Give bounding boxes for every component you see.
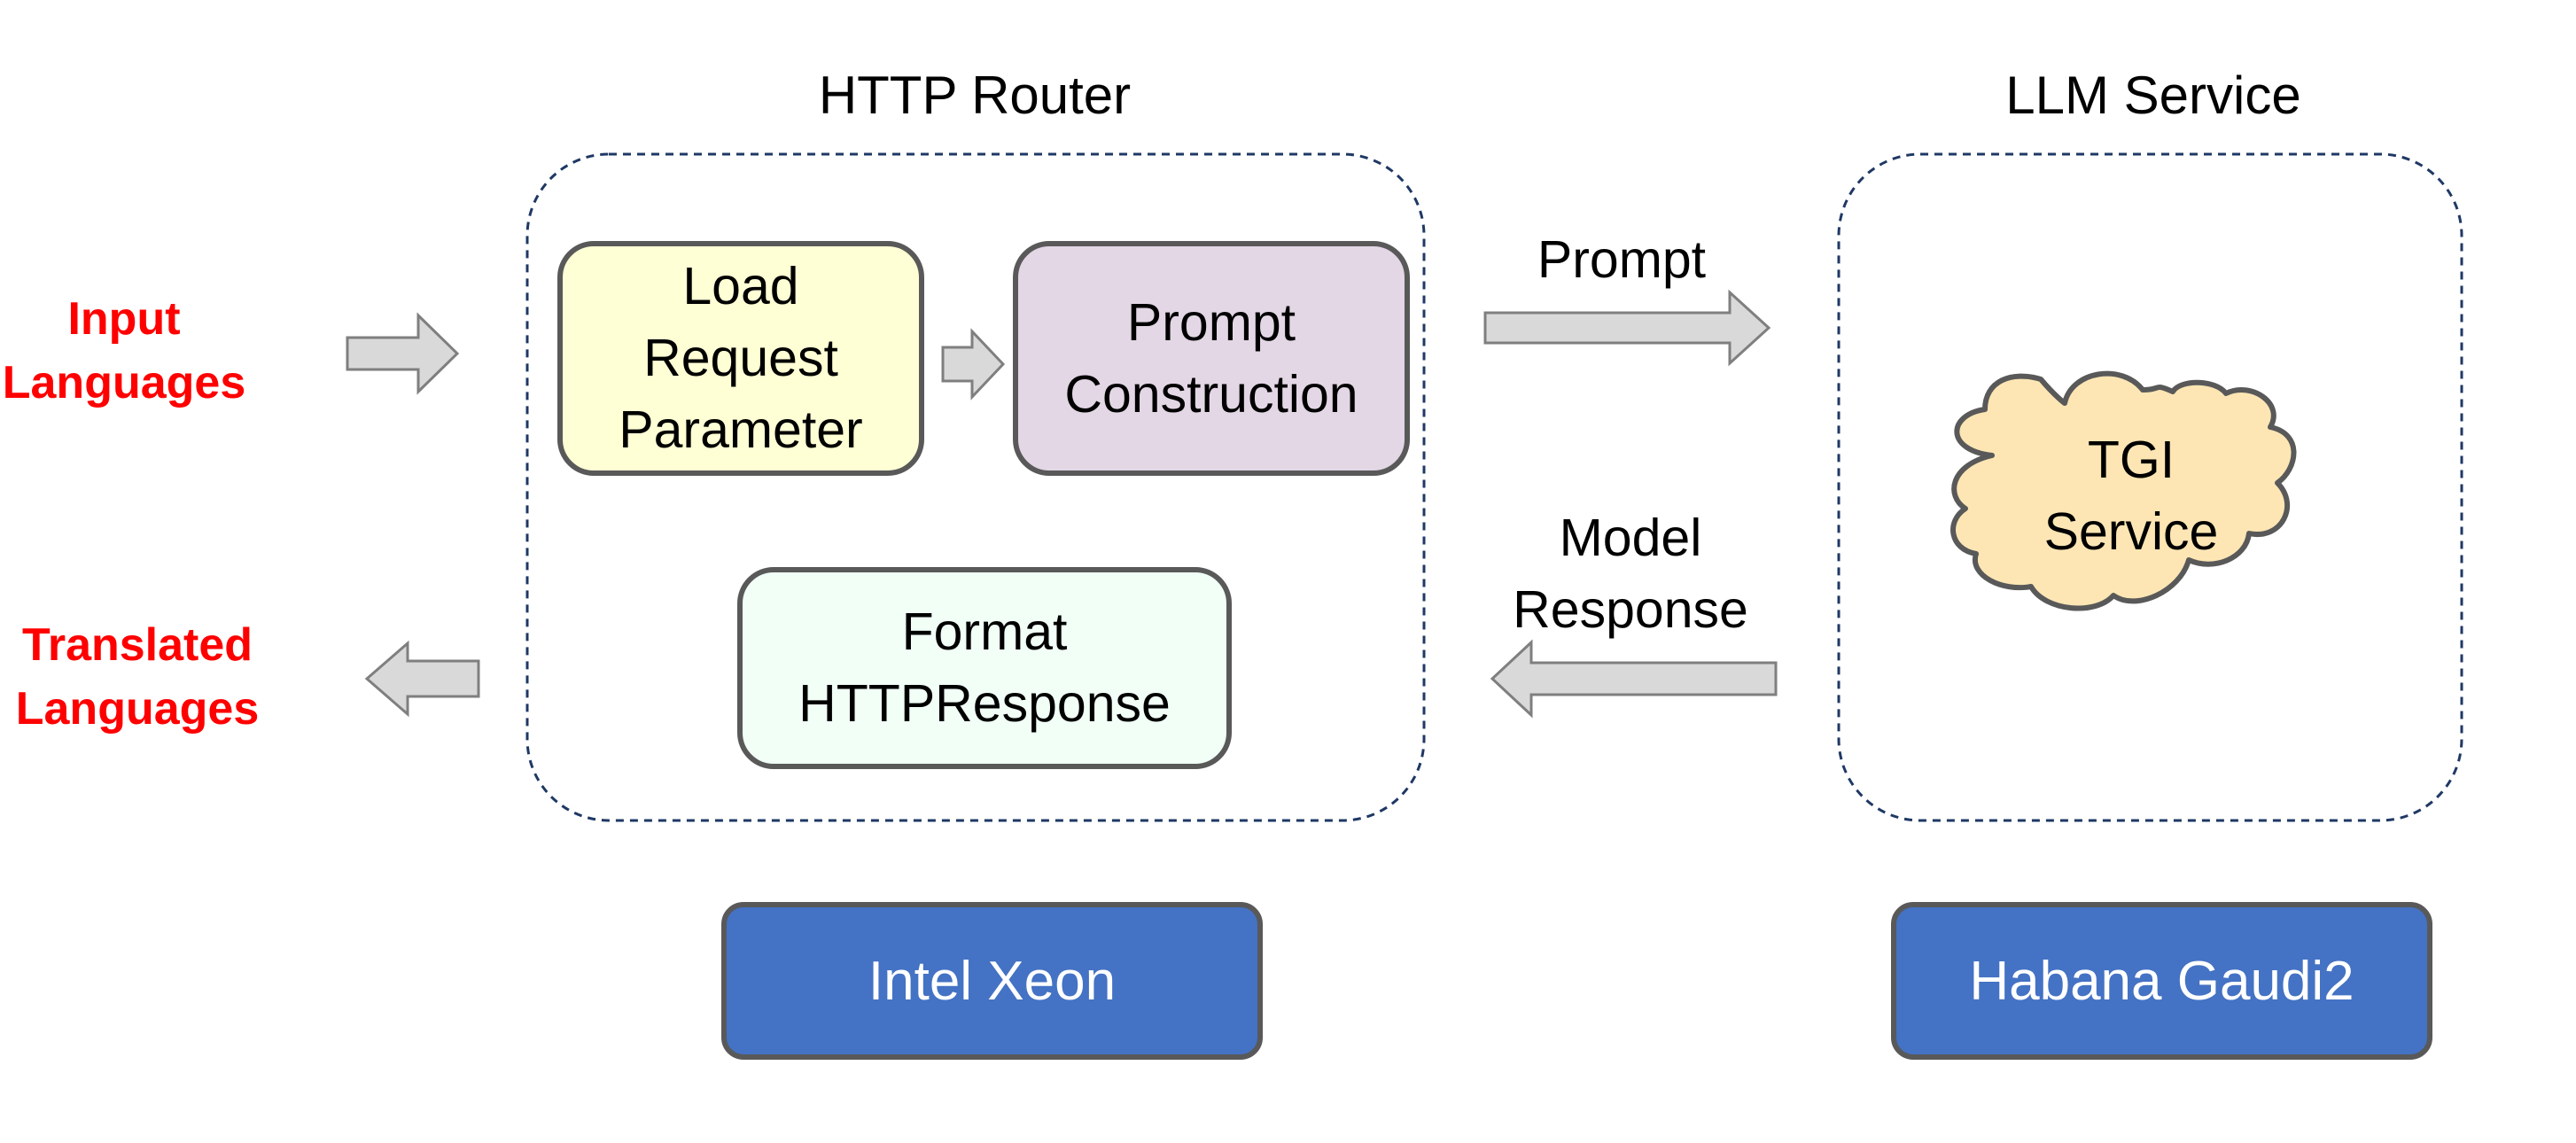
http-router-container [525, 152, 1426, 822]
model-response-arrow [1490, 639, 1778, 719]
llm-service-title: LLM Service [2005, 66, 2301, 125]
load-request-label: Load Request Parameter [619, 257, 863, 459]
input-arrow [346, 312, 460, 395]
habana-gaudi2-box [1891, 902, 2432, 1060]
prompt-construction-box [1013, 241, 1410, 476]
intel-xeon-box [721, 902, 1263, 1060]
format-response-box [737, 567, 1232, 769]
output-arrow [364, 640, 480, 718]
habana-gaudi2-label: Habana Gaudi2 [1969, 950, 2354, 1012]
format-response-label: Format HTTPResponse [798, 603, 1171, 733]
translated-languages-label: Translated Languages [15, 619, 260, 735]
http-router-title: HTTP Router [818, 66, 1132, 125]
model-response-label: Model Response [1513, 509, 1748, 640]
llm-service-container [1837, 152, 2463, 822]
tgi-service-label: TGI Service [2043, 431, 2219, 561]
prompt-arrow [1483, 289, 1771, 367]
tgi-cloud-shape [1950, 370, 2297, 611]
prompt-construction-label: Prompt Construction [1064, 292, 1358, 424]
load-request-box [557, 241, 924, 476]
input-languages-label: Input Languages [2, 293, 246, 408]
load-to-prompt-arrow [941, 328, 1006, 400]
prompt-label: Prompt [1537, 230, 1707, 289]
intel-xeon-label: Intel Xeon [868, 950, 1117, 1012]
